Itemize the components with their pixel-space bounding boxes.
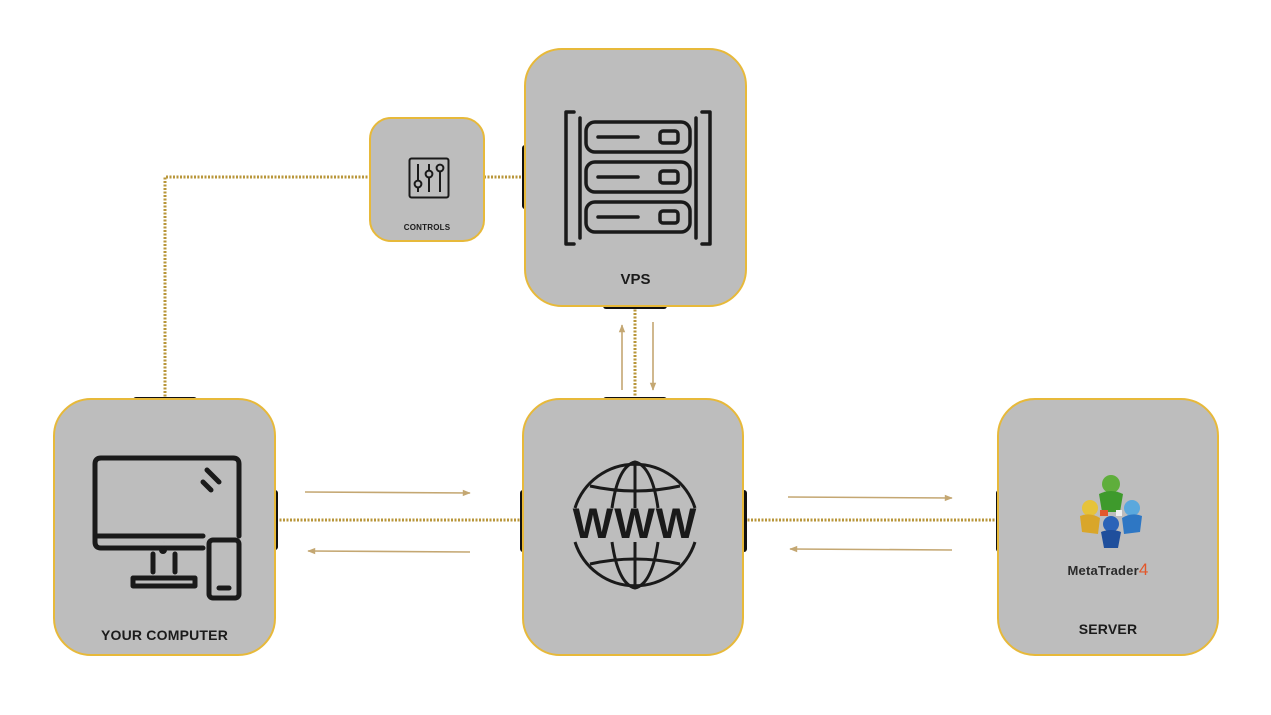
vps-node[interactable]: VPS [524, 48, 747, 307]
arrow-internet-to-computer [307, 547, 471, 555]
metatrader-name: MetaTrader [1067, 563, 1139, 578]
desktop-computer-icon [92, 455, 242, 601]
controls-node[interactable]: CONTROLS [369, 117, 485, 242]
internet-node[interactable]: WWW [522, 398, 744, 656]
computer-controls-link [163, 175, 370, 400]
www-text: WWW [573, 500, 698, 548]
computer-label: YOUR COMPUTER [100, 627, 229, 643]
controls-label: CONTROLS [403, 223, 451, 232]
metatrader-wordmark: MetaTrader4 [999, 560, 1217, 580]
vps-label: VPS [620, 271, 651, 288]
www-globe-icon: WWW [573, 460, 698, 590]
server-rack-icon [564, 110, 712, 246]
metatrader-logo [1080, 475, 1142, 548]
sliders-icon [408, 157, 450, 199]
arrow-internet-to-server [787, 494, 953, 502]
server-label: SERVER [1078, 621, 1138, 637]
arrow-server-to-internet [789, 545, 953, 553]
metatrader-version: 4 [1138, 560, 1149, 579]
arrow-computer-to-internet [304, 489, 471, 497]
computer-node[interactable]: YOUR COMPUTER [53, 398, 276, 656]
server-node[interactable]: MetaTrader4 SERVER [997, 398, 1219, 656]
